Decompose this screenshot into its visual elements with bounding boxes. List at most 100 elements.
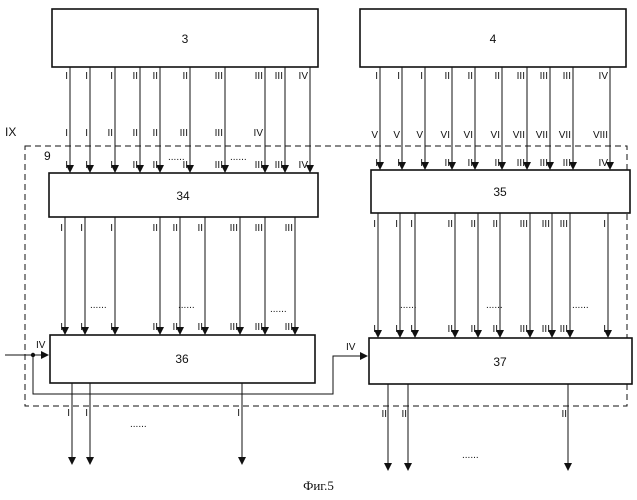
- block-35-output-label: I: [603, 219, 606, 230]
- block-35-output-label: II: [492, 219, 498, 230]
- block-4: 4: [360, 9, 626, 67]
- block-4-output-label: I: [375, 71, 378, 82]
- block-4-output-label: II: [467, 71, 473, 82]
- block-34-input-label: III: [275, 160, 283, 171]
- block-36-output-label: I: [85, 408, 88, 419]
- link-label: IV: [346, 342, 356, 353]
- block-35-output-label: I: [373, 219, 376, 230]
- block-34-output-label: II: [152, 223, 158, 234]
- block-37: 37: [369, 338, 632, 384]
- block-37-output-label: II: [561, 409, 567, 420]
- block-35-input-label: III: [563, 158, 571, 169]
- block-35-output-label: II: [470, 219, 476, 230]
- block-35-input-label: IV: [599, 158, 609, 169]
- block-4-output-label: IV: [599, 71, 609, 82]
- block-4-output-label: III: [517, 71, 525, 82]
- ellipsis: ......: [400, 300, 417, 311]
- block-35-mid-label: VI: [491, 130, 500, 141]
- block-36-input-label: II: [197, 322, 203, 333]
- block-35-input-label: I: [420, 158, 423, 169]
- block-35: 35: [371, 170, 630, 213]
- block-34: 34: [49, 173, 318, 217]
- block-34-input-label: II: [182, 160, 188, 171]
- block-36-input-label: I: [60, 322, 63, 333]
- external-input-arrow: IV: [5, 340, 48, 357]
- block-34-mid-label: II: [152, 128, 158, 139]
- block-34-output-label: II: [172, 223, 178, 234]
- block-34-mid-label: IV: [254, 128, 264, 139]
- block-35-mid-label: V: [416, 130, 423, 141]
- block-34-label: 34: [176, 189, 190, 203]
- block-35-mid-label: V: [371, 130, 378, 141]
- block-37-input-label: III: [520, 324, 528, 335]
- block-3-output-label: III: [275, 71, 283, 82]
- block-37-input-label: III: [542, 324, 550, 335]
- block-4-output-label: I: [420, 71, 423, 82]
- block-36-label: 36: [175, 352, 189, 366]
- block-35-mid-label: V: [393, 130, 400, 141]
- input-label: IV: [36, 340, 46, 351]
- block-37-output-label: II: [401, 409, 407, 420]
- diagram-canvas: IX 9 3 4 34 35 36 37: [0, 0, 637, 476]
- block-37-label: 37: [493, 355, 507, 369]
- block-35-output-label: III: [560, 219, 568, 230]
- block-3: 3: [52, 9, 318, 67]
- block-34-mid-label: III: [215, 128, 223, 139]
- block-36-input-label: I: [110, 322, 113, 333]
- block-4-label: 4: [490, 32, 497, 46]
- block-36-input-label: II: [152, 322, 158, 333]
- ellipsis: ......: [90, 300, 107, 311]
- block-34-output-label: II: [197, 223, 203, 234]
- block-3-output-label: III: [255, 71, 263, 82]
- ellipsis: ......: [270, 304, 287, 315]
- block-36: 36: [50, 335, 315, 383]
- block-3-output-label: I: [85, 71, 88, 82]
- block-37-input-label: I: [410, 324, 413, 335]
- block-34-output-label: III: [255, 223, 263, 234]
- block-34-input-label: III: [215, 160, 223, 171]
- block-3-output-label: III: [215, 71, 223, 82]
- block-37-output-label: II: [381, 409, 387, 420]
- block-35-input-label: II: [467, 158, 473, 169]
- block-37-input-label: I: [395, 324, 398, 335]
- block-3-output-label: I: [110, 71, 113, 82]
- frame-label: IX: [5, 125, 16, 139]
- ellipsis: ......: [178, 300, 195, 311]
- block-3-label: 3: [182, 32, 189, 46]
- block-34-mid-label: I: [85, 128, 88, 139]
- block-35-input-label: III: [540, 158, 548, 169]
- block-35-mid-label: VII: [513, 130, 525, 141]
- block-34-input-label: I: [85, 160, 88, 171]
- block-35-mid-label: VI: [441, 130, 450, 141]
- block-37-input-label: II: [470, 324, 476, 335]
- block-35-output-label: I: [395, 219, 398, 230]
- block-36-input-label: III: [255, 322, 263, 333]
- block-35-output-label: III: [520, 219, 528, 230]
- block-34-output-label: III: [285, 223, 293, 234]
- block-36-input-label: III: [230, 322, 238, 333]
- block-3-output-label: II: [132, 71, 138, 82]
- block-3-output-label: II: [182, 71, 188, 82]
- block-3-output-label: I: [65, 71, 68, 82]
- block-34-mid-label: II: [107, 128, 113, 139]
- block-3-output-label: IV: [299, 71, 309, 82]
- block-34-output-label: I: [60, 223, 63, 234]
- block-36-output-label: I: [67, 408, 70, 419]
- block-35-output-label: III: [542, 219, 550, 230]
- block-36-input-label: III: [285, 322, 293, 333]
- block-36-input-label: I: [80, 322, 83, 333]
- ellipsis: ......: [462, 450, 479, 461]
- block-37-input-label: II: [492, 324, 498, 335]
- block-34-input-label: II: [152, 160, 158, 171]
- block-35-mid-label: VII: [536, 130, 548, 141]
- block-35-mid-label: VI: [464, 130, 473, 141]
- block-34-input-label: I: [65, 160, 68, 171]
- block-34-output-label: III: [230, 223, 238, 234]
- block-34-mid-label: I: [65, 128, 68, 139]
- block-35-input-label: II: [494, 158, 500, 169]
- block-37-input-label: I: [373, 324, 376, 335]
- block-4-output-label: III: [540, 71, 548, 82]
- block-35-input-label: I: [375, 158, 378, 169]
- block-34-mid-label: II: [132, 128, 138, 139]
